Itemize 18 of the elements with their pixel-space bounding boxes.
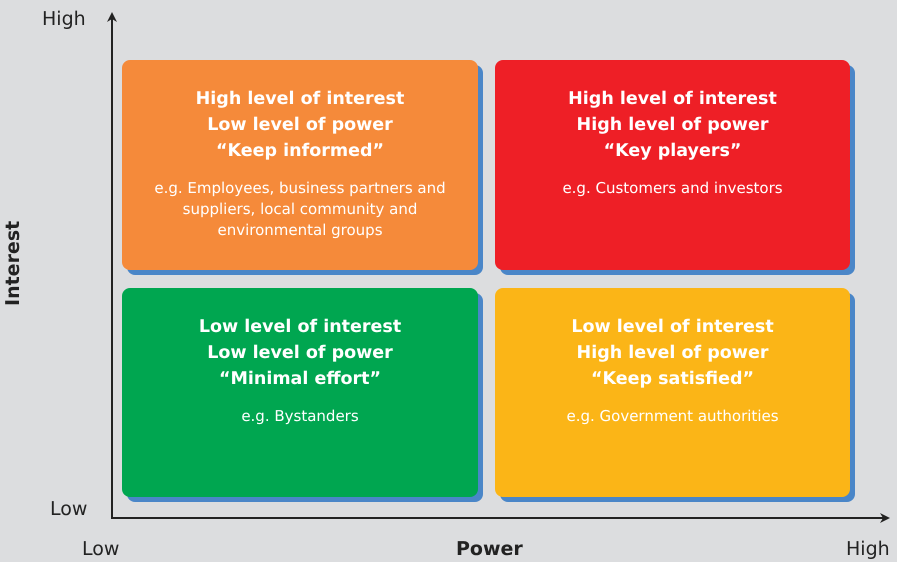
axis-title: Interest	[2, 220, 24, 306]
axis-tick-label: High	[42, 8, 86, 30]
axis-tick-label: Low	[50, 498, 88, 520]
quadrant-heading: Low level of interest Low level of power “Minimal effort”	[198, 316, 402, 391]
quadrant-heading: High level of interest Low level of power “Keep informed”	[194, 88, 406, 163]
quadrant-box	[495, 288, 850, 497]
quadrant-examples: e.g. Bystanders	[240, 406, 360, 427]
quadrant-examples: e.g. Employees, business partners and suppliers, local community and environmental groups	[153, 178, 447, 241]
axis-tick-label: Low	[82, 538, 120, 560]
quadrant-box	[495, 60, 850, 270]
axis-tick-label: High	[846, 538, 890, 560]
quadrant-examples: e.g. Government authorities	[565, 406, 780, 427]
axis-title: Power	[456, 538, 523, 560]
quadrant-box	[122, 60, 478, 270]
quadrant-examples: e.g. Customers and investors	[561, 178, 784, 199]
quadrant-heading: High level of interest High level of power “Key players”	[567, 88, 778, 163]
quadrant-heading: Low level of interest High level of power “Keep satisfied”	[570, 316, 775, 391]
quadrant-box	[122, 288, 478, 497]
